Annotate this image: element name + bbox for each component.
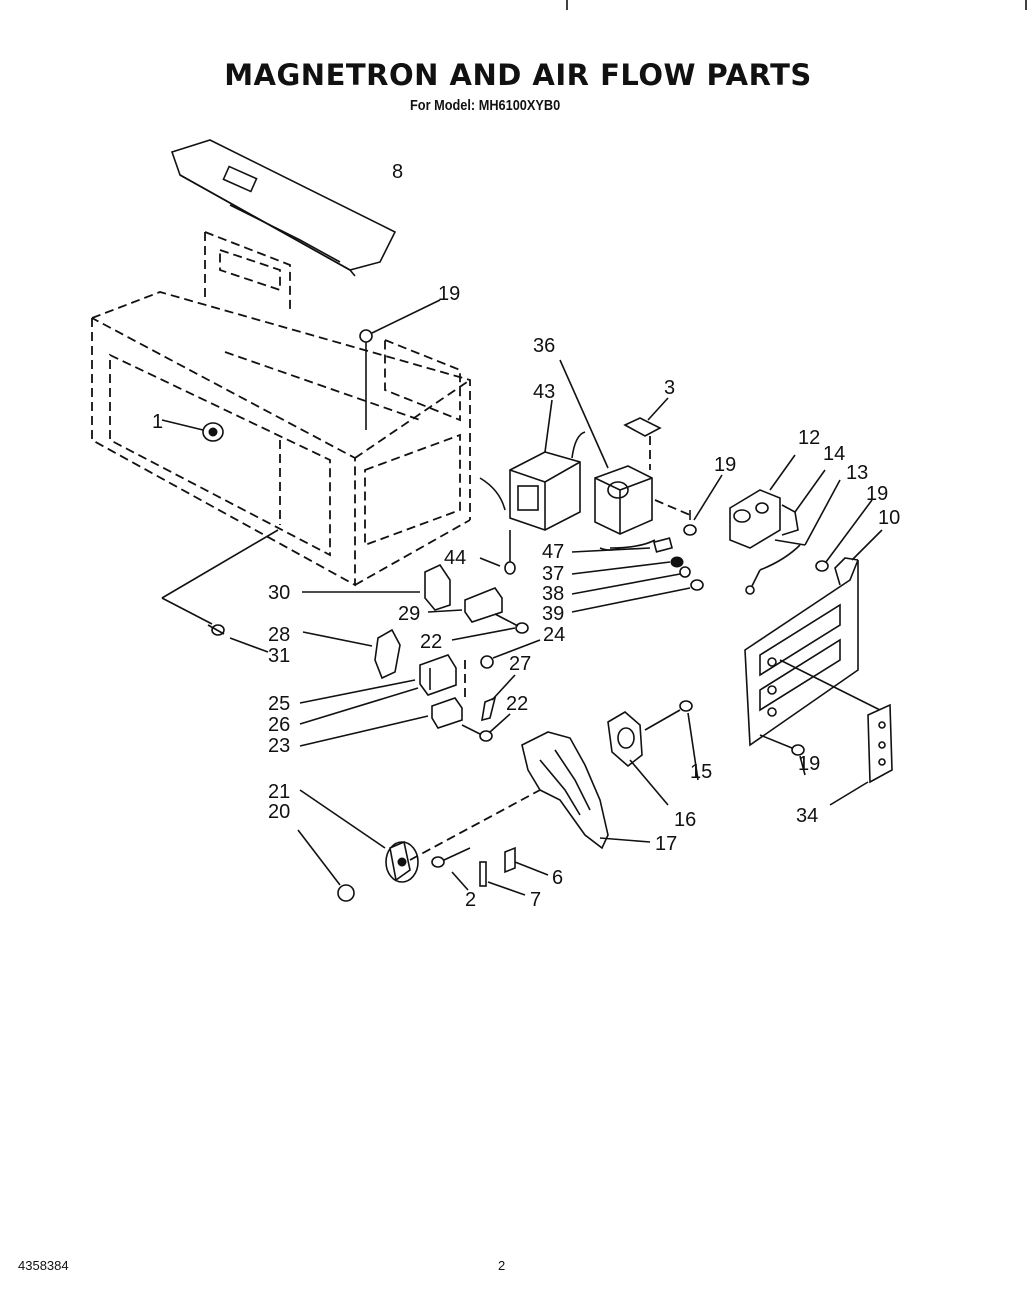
callout-38: 38 [542, 583, 564, 605]
callout-1: 1 [152, 411, 163, 433]
callout-10: 10 [878, 507, 900, 529]
callout-12: 12 [798, 427, 820, 449]
callout-19: 19 [714, 454, 736, 476]
part-19-screw-capacitor [815, 499, 873, 572]
callout-7: 7 [530, 889, 541, 911]
part-30-switch-bracket [302, 563, 451, 611]
part-15-screw [679, 700, 699, 781]
cavity-housing-outline [91, 231, 471, 587]
part-17-air-guide [521, 731, 651, 850]
callout-15: 15 [690, 761, 712, 783]
part-6-7-shaft [479, 846, 549, 896]
document-number: 4358384 [18, 1258, 69, 1273]
part-44-screw [479, 530, 516, 575]
callout-29: 29 [398, 603, 420, 625]
part-23-switch [299, 697, 463, 747]
callout-27: 27 [509, 653, 531, 675]
callout-21: 21 [268, 781, 290, 803]
part-21-fan-blade [299, 789, 541, 883]
part-19-screw-panel [759, 734, 806, 776]
callout-2: 2 [465, 889, 476, 911]
part-19-screw-top [359, 299, 441, 430]
part-19-screw-magnetron [654, 474, 723, 536]
part-2-clamp [431, 847, 471, 891]
part-22-screw-upper [451, 613, 529, 641]
part-1-knob [161, 419, 224, 442]
callout-16: 16 [674, 809, 696, 831]
part-22-screw-lower [461, 713, 511, 742]
callout-30: 30 [268, 582, 290, 604]
callout-8: 8 [392, 161, 403, 183]
part-28-switch-holder [302, 628, 401, 680]
part-27-actuator [481, 674, 516, 722]
callout-47: 47 [542, 541, 564, 563]
callout-17: 17 [655, 833, 677, 855]
part-31-screw [161, 529, 279, 653]
callout-28: 28 [268, 624, 290, 646]
callout-20: 20 [268, 801, 290, 823]
callout-39: 39 [542, 603, 564, 625]
callout-26: 26 [268, 714, 290, 736]
parts-47-37-38-39 [571, 537, 704, 613]
callout-14: 14 [823, 443, 845, 465]
callout-25: 25 [268, 693, 290, 715]
part-3-bracket [623, 397, 669, 470]
page-number: 2 [498, 1258, 506, 1273]
part-16-fan-motor [607, 709, 681, 806]
callout-19: 19 [866, 483, 888, 505]
part-12-capacitor [729, 454, 841, 595]
page-title: MAGNETRON AND AIR FLOW PARTS [224, 58, 812, 92]
part-24-screw [464, 639, 541, 700]
part-20-nut [297, 829, 355, 902]
callout-43: 43 [533, 381, 555, 403]
callout-36: 36 [533, 335, 555, 357]
callout-22: 22 [506, 693, 528, 715]
callout-3: 3 [664, 377, 675, 399]
part-43-transformer [479, 399, 586, 531]
callout-22: 22 [420, 631, 442, 653]
callout-44: 44 [444, 547, 466, 569]
callout-37: 37 [542, 563, 564, 585]
callout-19: 19 [798, 753, 820, 775]
callout-6: 6 [552, 867, 563, 889]
callout-13: 13 [846, 462, 868, 484]
part-8-vent-cover [170, 139, 397, 277]
callout-31: 31 [268, 645, 290, 667]
part-25-26-switch [299, 654, 457, 725]
callout-19: 19 [438, 283, 460, 305]
callout-34: 34 [796, 805, 818, 827]
part-29-interlock-switch [427, 587, 503, 623]
model-subtitle: For Model: MH6100XYB0 [410, 97, 561, 114]
part-36-magnetron [559, 359, 656, 549]
callout-23: 23 [268, 735, 290, 757]
part-10-bracket-panel [744, 529, 883, 747]
part-34-plate [829, 703, 893, 806]
callout-24: 24 [543, 624, 565, 646]
